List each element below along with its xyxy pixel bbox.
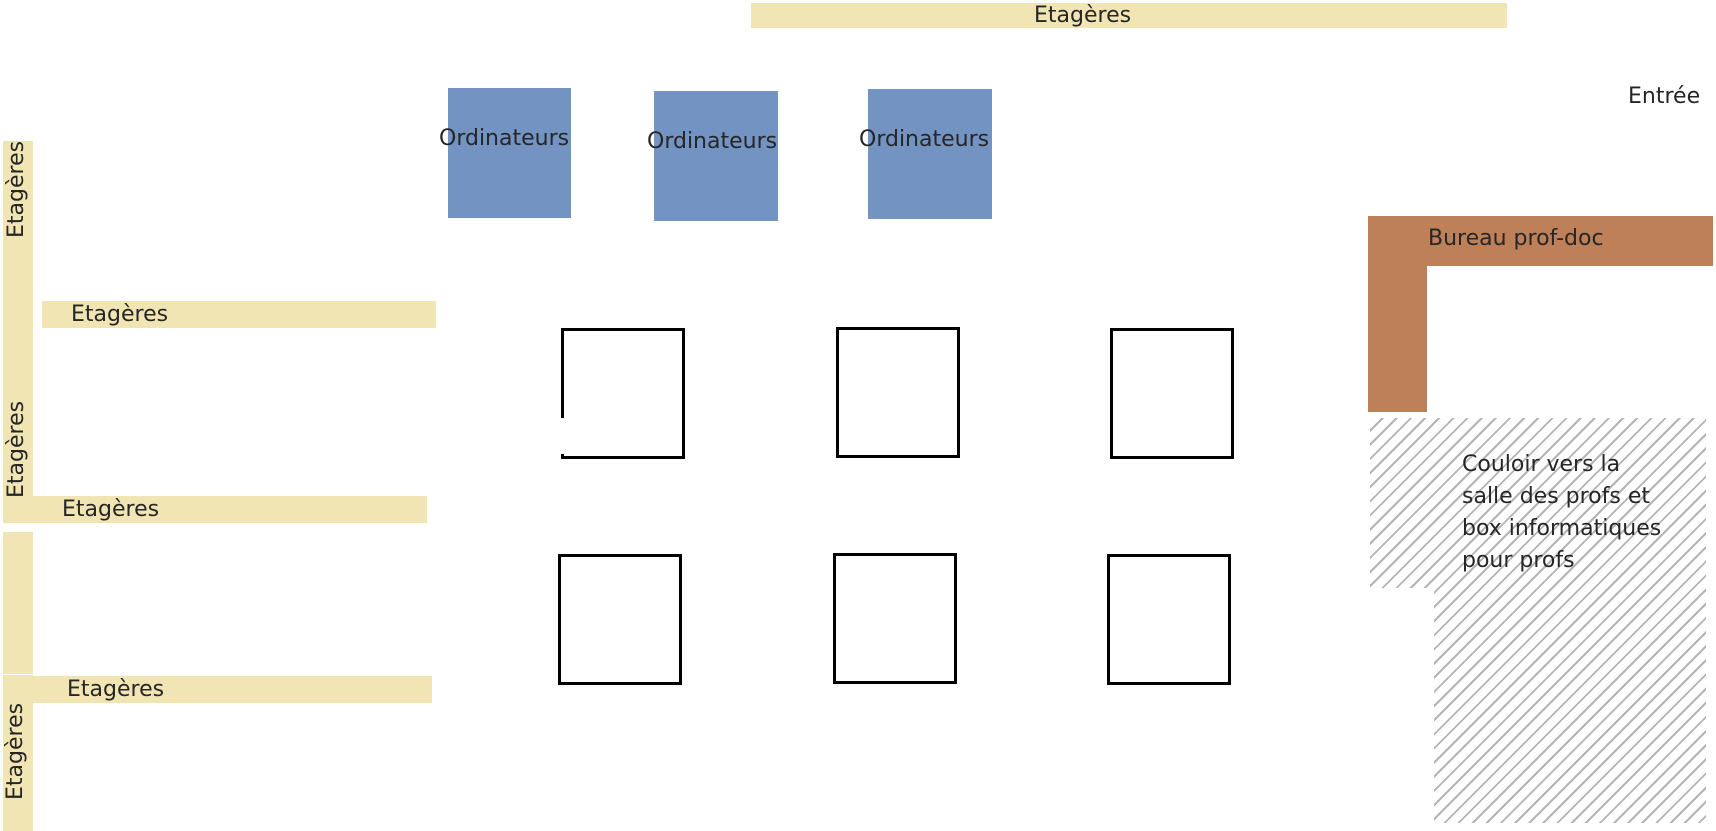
shelf-left-vertical-4-label: Etagères — [3, 702, 28, 800]
computer-block-2-label: Ordinateurs — [647, 129, 778, 154]
computer-block-1-label: Ordinateurs — [439, 126, 570, 151]
entrance-label: Entrée — [1628, 84, 1701, 109]
computer-block-3: Ordinateurs — [859, 89, 992, 219]
shelf-left-horizontal-1: Etagères — [42, 301, 436, 328]
table-5 — [833, 553, 957, 684]
table-4 — [558, 554, 682, 685]
corridor-area-notch — [1370, 588, 1434, 828]
shelf-left-vertical-2 — [3, 241, 33, 497]
shelf-top-label: Etagères — [1034, 3, 1132, 28]
shelf-left-horizontal-3-label: Etagères — [67, 677, 165, 702]
shelf-left-vertical-1 — [3, 141, 33, 241]
shelf-left-horizontal-3: Etagères — [3, 676, 432, 703]
teacher-desk-side — [1368, 216, 1427, 412]
computer-block-1: Ordinateurs — [439, 88, 571, 218]
shelf-left-horizontal-1-label: Etagères — [71, 302, 169, 327]
table-2 — [836, 327, 960, 458]
shelf-left-horizontal-2: Etagères — [3, 496, 427, 523]
shelf-left-horizontal-2-label: Etagères — [62, 497, 160, 522]
shelf-left-vertical-3 — [3, 532, 33, 674]
teacher-desk-label: Bureau prof-doc — [1428, 226, 1604, 251]
table-1 — [561, 328, 685, 459]
shelf-left-vertical-2-label: Etagères — [4, 400, 29, 498]
shelf-left-vertical-1-label: Etagères — [4, 140, 29, 238]
computer-block-3-label: Ordinateurs — [859, 127, 990, 152]
computer-block-2: Ordinateurs — [647, 91, 778, 221]
corridor-label: Couloir vers la salle des profs et box i… — [1462, 452, 1662, 573]
shelf-top: Etagères — [751, 3, 1507, 28]
table-3 — [1110, 328, 1234, 459]
table-1-gap — [559, 418, 564, 454]
table-6 — [1107, 554, 1231, 685]
